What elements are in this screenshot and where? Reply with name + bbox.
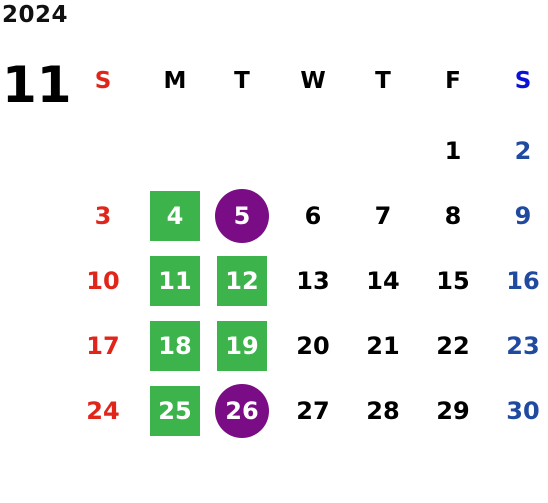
green-highlight-square (150, 386, 200, 436)
day-number: 6 (304, 202, 322, 230)
day-number: 9 (514, 202, 532, 230)
day-cell-16[interactable]: 16 (488, 256, 548, 306)
day-number: 29 (436, 397, 470, 425)
day-cell-15[interactable]: 15 (418, 256, 488, 306)
day-cell-20[interactable]: 20 (278, 321, 348, 371)
day-number: 16 (506, 267, 540, 295)
green-highlight-square (150, 256, 200, 306)
day-number: 14 (366, 267, 400, 295)
day-number: 1 (444, 137, 462, 165)
day-number: 26 (225, 397, 259, 425)
purple-highlight-circle (215, 189, 269, 243)
day-cell-13[interactable]: 13 (278, 256, 348, 306)
weekday-header-friday: F (445, 68, 461, 94)
year-label: 2024 (2, 2, 69, 28)
day-number: 25 (158, 397, 192, 425)
green-highlight-square (150, 191, 200, 241)
weekday-header-saturday: S (514, 68, 532, 94)
day-cell-1[interactable]: 1 (418, 126, 488, 176)
day-number: 5 (233, 202, 251, 230)
weekday-header-wednesday: W (300, 68, 326, 94)
day-cell-22[interactable]: 22 (418, 321, 488, 371)
day-cell-17[interactable]: 17 (68, 321, 138, 371)
day-number: 24 (86, 397, 120, 425)
day-number: 8 (444, 202, 462, 230)
day-number: 30 (506, 397, 540, 425)
day-cell-27[interactable]: 27 (278, 386, 348, 436)
day-number: 17 (86, 332, 120, 360)
green-highlight-square (150, 321, 200, 371)
day-number: 19 (225, 332, 259, 360)
day-number: 15 (436, 267, 470, 295)
day-number: 21 (366, 332, 400, 360)
day-number: 3 (94, 202, 112, 230)
day-cell-2[interactable]: 2 (488, 126, 548, 176)
day-number: 23 (506, 332, 540, 360)
day-cell-11[interactable]: 11 (140, 256, 210, 306)
day-number: 7 (374, 202, 392, 230)
day-number: 18 (158, 332, 192, 360)
day-number: 12 (225, 267, 259, 295)
day-cell-26[interactable]: 26 (207, 384, 277, 438)
day-cell-28[interactable]: 28 (348, 386, 418, 436)
day-cell-29[interactable]: 29 (418, 386, 488, 436)
day-number: 11 (158, 267, 192, 295)
weekday-header-monday: M (163, 68, 187, 94)
day-cell-12[interactable]: 12 (207, 256, 277, 306)
day-cell-25[interactable]: 25 (140, 386, 210, 436)
green-highlight-square (217, 321, 267, 371)
day-cell-18[interactable]: 18 (140, 321, 210, 371)
day-cell-23[interactable]: 23 (488, 321, 548, 371)
day-cell-24[interactable]: 24 (68, 386, 138, 436)
day-number: 4 (166, 202, 184, 230)
day-cell-19[interactable]: 19 (207, 321, 277, 371)
weekday-header-sunday: S (94, 68, 112, 94)
weekday-header-tuesday: T (234, 68, 250, 94)
month-number: 11 (2, 56, 72, 114)
day-number: 13 (296, 267, 330, 295)
purple-highlight-circle (215, 384, 269, 438)
day-cell-8[interactable]: 8 (418, 191, 488, 241)
day-cell-14[interactable]: 14 (348, 256, 418, 306)
day-number: 2 (514, 137, 532, 165)
day-number: 27 (296, 397, 330, 425)
green-highlight-square (217, 256, 267, 306)
day-cell-10[interactable]: 10 (68, 256, 138, 306)
day-number: 22 (436, 332, 470, 360)
weekday-header-thursday: T (375, 68, 391, 94)
day-cell-4[interactable]: 4 (140, 191, 210, 241)
day-cell-5[interactable]: 5 (207, 189, 277, 243)
day-cell-6[interactable]: 6 (278, 191, 348, 241)
day-number: 28 (366, 397, 400, 425)
day-cell-30[interactable]: 30 (488, 386, 548, 436)
day-cell-7[interactable]: 7 (348, 191, 418, 241)
day-cell-9[interactable]: 9 (488, 191, 548, 241)
day-cell-3[interactable]: 3 (68, 191, 138, 241)
day-cell-21[interactable]: 21 (348, 321, 418, 371)
day-number: 10 (86, 267, 120, 295)
day-number: 20 (296, 332, 330, 360)
